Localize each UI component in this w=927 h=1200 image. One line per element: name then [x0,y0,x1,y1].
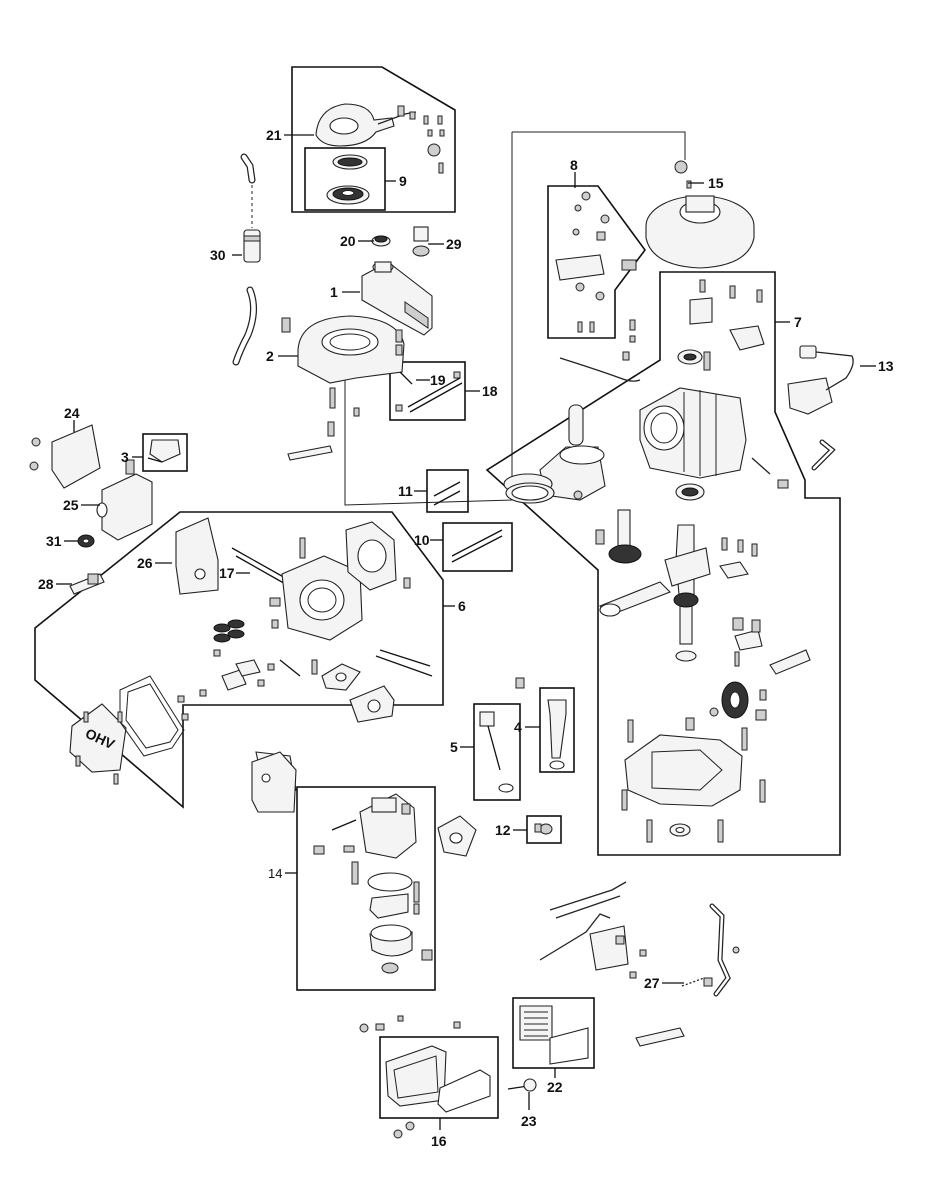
studs-near-blower [287,387,360,461]
callout-25: 25 [63,497,79,513]
muffler [96,459,153,541]
callout-12: 12 [495,822,511,838]
group-box-air-filter [512,997,595,1069]
group-box-carburetor [296,786,436,991]
callout-24: 24 [64,405,80,421]
fuel-tank [361,261,433,336]
governor-gear-parts [709,617,811,721]
group-box-recoil-starter [291,66,456,213]
starter-pulley [326,154,370,205]
piston-and-rings [503,404,606,504]
spark-arrestor-gasket [77,534,95,548]
callout-10: 10 [414,532,430,548]
callout-29: 29 [446,236,462,252]
callout-4: 4 [514,719,522,735]
group-box-dipstick-tube [539,687,575,773]
callout-9: 9 [399,173,407,189]
callout-8: 8 [570,157,578,173]
spark-plug [69,573,105,595]
callout-leaders [56,134,876,1130]
callout-17: 17 [219,565,235,581]
group-box-dipstick [473,703,521,801]
flywheel [645,160,755,269]
valves [433,481,461,506]
callout-20: 20 [340,233,356,249]
callout-28: 28 [38,576,54,592]
callout-22: 22 [547,1079,563,1095]
callout-16: 16 [431,1133,447,1149]
callout-6: 6 [458,598,466,614]
carburetor-parts [313,793,477,974]
group-box-long-bolts [442,522,513,572]
camshaft-and-crankshaft [595,509,758,662]
callout-11: 11 [398,483,413,499]
head-bolts [451,529,503,563]
ignition-coil [787,345,854,471]
part-3-bracket [147,439,181,463]
callout-30: 30 [210,247,226,263]
callout-31: 31 [46,533,62,549]
push-rods [395,371,463,413]
callout-23: 23 [521,1113,537,1129]
brake-cable [559,357,641,382]
group-box-air-cleaner [379,1036,499,1119]
muffler-heat-shield [29,424,101,489]
group-box-part-3 [142,433,188,472]
callout-2: 2 [266,348,274,364]
callout-14: 14 [268,866,282,881]
callout-19: 19 [430,372,446,388]
group-box-engine-block [485,271,841,856]
callout-26: 26 [137,555,153,571]
cylinder-head-parts [69,517,433,785]
crankcase-cover [621,717,766,843]
ground-wire-link [344,131,686,506]
callout-15: 15 [708,175,724,191]
callout-7: 7 [794,314,802,330]
small-fasteners-mid [622,319,636,361]
callout-27: 27 [644,975,660,991]
callout-5: 5 [450,739,458,755]
callout-13: 13 [878,358,894,374]
recoil-starter-housing [315,103,445,174]
air-filter-element [519,1005,589,1065]
air-cleaner-knob [507,1078,537,1092]
group-box-brake-assembly [547,185,646,339]
fuel-cap [371,235,391,247]
carburetor-spacer-plate [251,751,297,813]
fuel-line-and-filter [232,153,261,366]
part-12-nut [534,823,553,835]
engine-block-upper [639,279,789,501]
group-box-valves [426,469,469,513]
dipstick [479,711,514,793]
blower-housing [281,315,405,384]
group-box-cylinder-head [34,511,444,809]
group-box-starter-pulley [304,147,386,211]
throttle-control-linkage [539,881,740,1047]
callout-3: 3 [121,449,129,465]
callout-1: 1 [330,284,338,300]
callout-18: 18 [482,383,498,399]
air-cleaner-housing [359,1015,491,1139]
callout-21: 21 [266,127,282,143]
brake-bracket-parts [555,191,637,333]
dipstick-tube [515,677,567,770]
fuel-strainer [412,226,430,257]
